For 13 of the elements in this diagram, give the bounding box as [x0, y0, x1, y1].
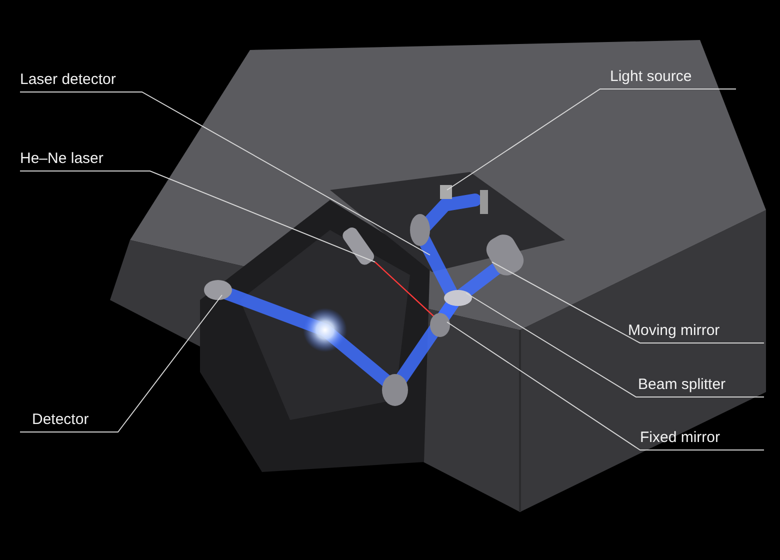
- part-label: Light source: [606, 67, 736, 89]
- leader-line: [20, 170, 376, 262]
- leader-line: [20, 294, 222, 432]
- leader-line: [446, 322, 764, 450]
- leader-line: [446, 88, 736, 190]
- part-label: Fixed mirror: [636, 428, 764, 450]
- part-label: Detector: [20, 410, 120, 432]
- leader-line: [20, 92, 430, 256]
- part-label: Moving mirror: [624, 321, 764, 343]
- leader-line: [492, 262, 764, 344]
- part-label: He–Ne laser: [20, 149, 150, 171]
- part-label: Beam splitter: [634, 375, 764, 397]
- part-label: Laser detector: [20, 70, 145, 92]
